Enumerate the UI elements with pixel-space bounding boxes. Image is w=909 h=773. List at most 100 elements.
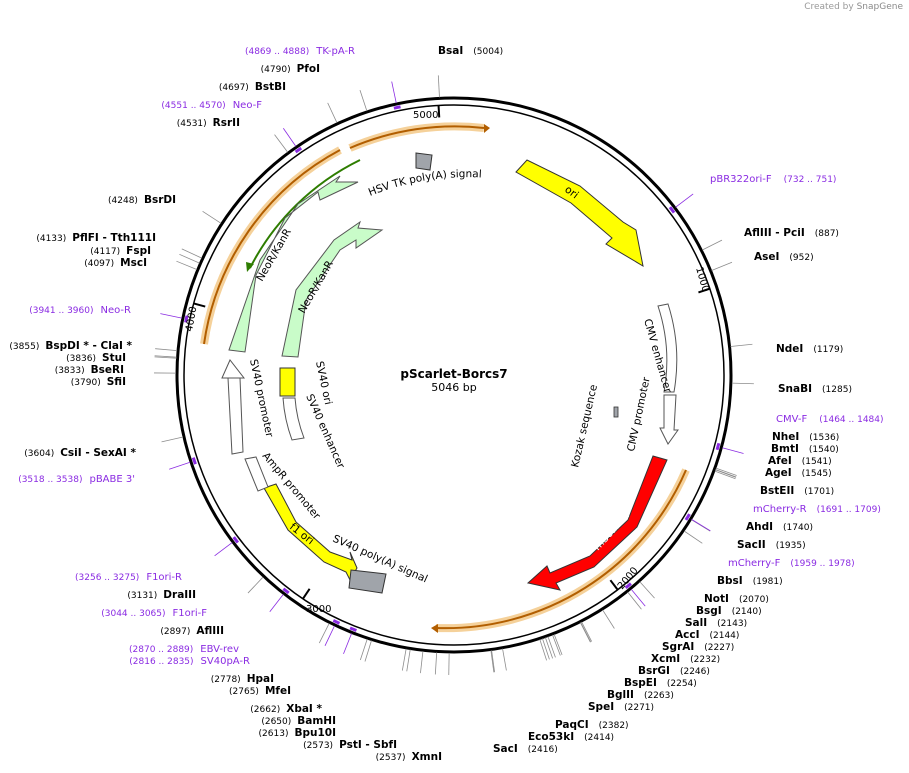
enzyme-name[interactable]: XcmI	[651, 653, 680, 665]
enzyme-name[interactable]: SacI	[493, 743, 518, 755]
svg-text:(2650)BamHI: (2650)BamHI	[261, 715, 336, 727]
enzyme-name[interactable]: AccI	[675, 629, 699, 641]
enzyme-leader-line	[161, 436, 184, 443]
primer-name[interactable]: EBV-rev	[200, 644, 239, 655]
enzyme-name[interactable]: PaqCI	[555, 719, 589, 731]
enzyme-leader-line	[711, 261, 733, 271]
enzyme-pos: (4117)	[90, 247, 120, 257]
primer-name[interactable]: Neo-R	[101, 305, 132, 316]
primer-name[interactable]: mCherry-F	[728, 558, 781, 569]
primer-leader-line	[169, 461, 191, 470]
enzyme-name[interactable]: HpaI	[247, 673, 274, 685]
enzyme-name[interactable]: Eco53kI	[528, 731, 574, 743]
primer-range: (3941 .. 3960)	[29, 306, 93, 316]
feature-label-cmv-promoter: CMV promoter	[625, 375, 653, 452]
enzyme-name[interactable]: AhdI	[746, 521, 773, 533]
primer-name[interactable]: SV40pA-R	[201, 656, 250, 667]
enzyme-pos: (2382)	[599, 721, 629, 731]
enzyme-name[interactable]: AfeI	[768, 455, 792, 467]
enzyme-name[interactable]: SalI	[685, 617, 707, 629]
enzyme-name[interactable]: SnaBI	[778, 383, 812, 395]
enzyme-name[interactable]: XmnI	[412, 751, 442, 763]
primer-name[interactable]: pBR322ori-F	[710, 174, 772, 185]
enzyme-name[interactable]: SfiI	[107, 376, 126, 388]
primer-name[interactable]: CMV-F	[776, 414, 807, 425]
enzyme-name[interactable]: PflFI - Tth111I	[72, 232, 156, 244]
enzyme-name[interactable]: BglII	[607, 689, 634, 701]
svg-text:(4551 .. 4570)Neo-F: (4551 .. 4570)Neo-F	[161, 100, 262, 111]
svg-text:SnaBI(1285): SnaBI(1285)	[778, 383, 852, 395]
snapgene-brand: SnapGene	[856, 2, 903, 12]
enzyme-pos: (2227)	[704, 643, 734, 653]
svg-text:BglII(2263): BglII(2263)	[607, 689, 674, 701]
enzyme-name[interactable]: FspI	[126, 245, 151, 257]
ruler-tick	[437, 105, 441, 118]
enzyme-name[interactable]: XbaI *	[286, 703, 322, 715]
enzyme-leader-line	[401, 648, 407, 671]
cmv-enhancer-feature	[657, 303, 678, 393]
enzyme-leader-line	[437, 75, 440, 98]
enzyme-name[interactable]: BspEI	[624, 677, 657, 689]
primer-name[interactable]: mCherry-R	[753, 504, 807, 515]
neo-kan-outer-feature	[228, 175, 359, 353]
enzyme-name[interactable]: BspDI * - ClaI *	[45, 340, 132, 352]
enzyme-pos: (4097)	[84, 259, 114, 269]
primer-name[interactable]: F1ori-F	[173, 608, 208, 619]
primer-name[interactable]: pBABE 3'	[89, 474, 135, 485]
enzyme-name[interactable]: SacII	[737, 539, 766, 551]
primer-site-marker	[393, 105, 401, 110]
enzyme-name[interactable]: BmtI	[771, 443, 799, 455]
enzyme-name[interactable]: PfoI	[297, 63, 320, 75]
enzyme-name[interactable]: BseRI	[91, 364, 124, 376]
enzyme-pos: (3790)	[71, 378, 101, 388]
enzyme-name[interactable]: BsrGI	[638, 665, 670, 677]
enzyme-name[interactable]: BbsI	[717, 575, 743, 587]
enzyme-pos: (1935)	[776, 541, 806, 551]
enzyme-name[interactable]: BsrDI	[144, 194, 176, 206]
feature-label-kozak: Kozak sequence	[569, 383, 600, 468]
svg-text:(3044 .. 3065)F1ori-F: (3044 .. 3065)F1ori-F	[101, 608, 207, 619]
enzyme-name[interactable]: CsiI - SexAI *	[60, 447, 136, 459]
enzyme-name[interactable]: Bpu10I	[294, 727, 336, 739]
enzyme-name[interactable]: BamHI	[297, 715, 336, 727]
enzyme-name[interactable]: NotI	[704, 593, 729, 605]
enzyme-name[interactable]: BstBI	[255, 81, 286, 93]
svg-text:XcmI(2232): XcmI(2232)	[651, 653, 720, 665]
ruler-label-4000: 4000	[184, 306, 199, 333]
backbone-outer	[175, 96, 733, 654]
ruler-tick	[302, 588, 311, 600]
svg-text:CMV-F(1464 .. 1484): CMV-F(1464 .. 1484)	[776, 414, 884, 425]
svg-text:PaqCI(2382): PaqCI (2382)	[555, 719, 629, 731]
enzyme-leader-line	[730, 343, 753, 347]
svg-text:mCherry-R(1691 .. 1709): mCherry-R(1691 .. 1709)	[753, 504, 881, 515]
enzyme-name[interactable]: SgrAI	[662, 641, 694, 653]
enzyme-name[interactable]: PstI - SbfI	[339, 739, 397, 751]
primer-name[interactable]: TK-pA-R	[315, 46, 355, 57]
enzyme-name[interactable]: AflIII	[196, 625, 224, 637]
svg-text:SacII(1935): SacII (1935)	[737, 539, 806, 551]
enzyme-name[interactable]: StuI	[102, 352, 126, 364]
svg-text:BspEI(2254): BspEI(2254)	[624, 677, 697, 689]
enzyme-name[interactable]: MscI	[120, 257, 147, 269]
enzyme-name[interactable]: AgeI	[765, 467, 792, 479]
orf-neo	[249, 159, 361, 269]
enzyme-leader-line	[274, 134, 289, 153]
enzyme-name[interactable]: NdeI	[776, 343, 803, 355]
svg-text:(4248)BsrDI: (4248)BsrDI	[108, 194, 176, 206]
primer-name[interactable]: Neo-F	[233, 100, 263, 111]
enzyme-name[interactable]: AseI	[754, 251, 779, 263]
enzyme-name[interactable]: DraIII	[163, 589, 196, 601]
enzyme-name[interactable]: MfeI	[265, 685, 291, 697]
enzyme-name[interactable]: BsgI	[696, 605, 722, 617]
enzyme-name[interactable]: NheI	[772, 431, 799, 443]
enzyme-name[interactable]: AflIII - PciI	[744, 227, 805, 239]
enzyme-pos: (2613)	[259, 729, 289, 739]
svg-text:(3604)CsiI - SexAI *: (3604)CsiI - SexAI *	[24, 447, 136, 459]
enzyme-name[interactable]: BstEII	[760, 485, 794, 497]
enzyme-name[interactable]: SpeI	[588, 701, 614, 713]
enzyme-name[interactable]: RsrII	[213, 117, 240, 129]
primer-name[interactable]: F1ori-R	[146, 572, 182, 583]
enzyme-name[interactable]: BsaI	[438, 45, 463, 57]
ampr-promoter-feature	[244, 456, 269, 492]
svg-text:(3790)SfiI: (3790) SfiI	[71, 376, 126, 388]
